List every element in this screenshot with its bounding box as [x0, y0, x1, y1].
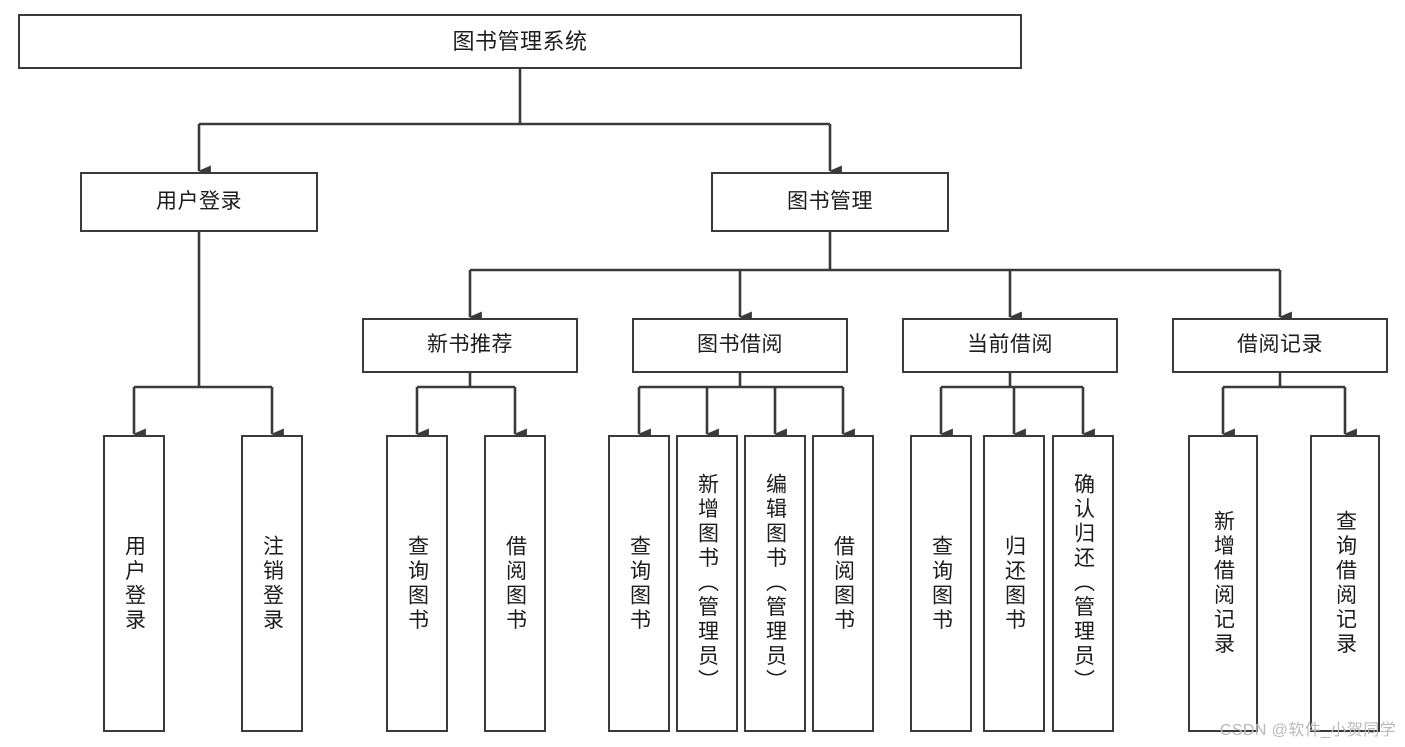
node-label: 借阅图书	[503, 534, 527, 633]
node-leaf-add-book: 新增图书（管理员）	[676, 435, 738, 732]
node-leaf-query-book-2: 查询图书	[608, 435, 670, 732]
node-book-borrow: 图书借阅	[632, 318, 848, 373]
node-label: 新增借阅记录	[1211, 510, 1235, 657]
node-label: 新增图书（管理员）	[695, 473, 719, 694]
node-label: 用户登录	[122, 534, 146, 633]
node-label: 借阅图书	[831, 534, 855, 633]
node-label: 借阅记录	[1237, 333, 1323, 357]
node-leaf-return-book: 归还图书	[983, 435, 1045, 732]
node-leaf-borrow-book-1: 借阅图书	[484, 435, 546, 732]
node-label: 编辑图书（管理员）	[763, 473, 787, 694]
node-leaf-borrow-book-2: 借阅图书	[812, 435, 874, 732]
node-label: 新书推荐	[427, 333, 513, 357]
node-label: 确认归还（管理员）	[1071, 473, 1095, 694]
node-leaf-logout-login: 注销登录	[241, 435, 303, 732]
node-label: 查询图书	[627, 534, 651, 633]
node-leaf-query-book-1: 查询图书	[386, 435, 448, 732]
node-leaf-query-borrow-record: 查询借阅记录	[1310, 435, 1380, 732]
node-leaf-user-login: 用户登录	[103, 435, 165, 732]
node-leaf-confirm-return: 确认归还（管理员）	[1052, 435, 1114, 732]
node-leaf-query-book-3: 查询图书	[910, 435, 972, 732]
node-label: 归还图书	[1002, 534, 1026, 633]
node-leaf-add-borrow-record: 新增借阅记录	[1188, 435, 1258, 732]
node-label: 用户登录	[156, 189, 242, 213]
node-new-book-recommend: 新书推荐	[362, 318, 578, 373]
node-current-borrow: 当前借阅	[902, 318, 1118, 373]
node-label: 图书管理系统	[452, 28, 588, 54]
node-book-manage: 图书管理	[711, 172, 949, 232]
node-borrow-record: 借阅记录	[1172, 318, 1388, 373]
node-label: 查询图书	[929, 534, 953, 633]
node-root-system: 图书管理系统	[18, 14, 1022, 69]
node-user-login: 用户登录	[80, 172, 318, 232]
node-label: 当前借阅	[967, 333, 1053, 357]
node-label: 图书借阅	[697, 333, 783, 357]
node-label: 查询图书	[405, 534, 429, 633]
node-label: 注销登录	[260, 534, 284, 633]
node-leaf-edit-book: 编辑图书（管理员）	[744, 435, 806, 732]
node-label: 查询借阅记录	[1333, 510, 1357, 657]
node-label: 图书管理	[787, 189, 873, 213]
